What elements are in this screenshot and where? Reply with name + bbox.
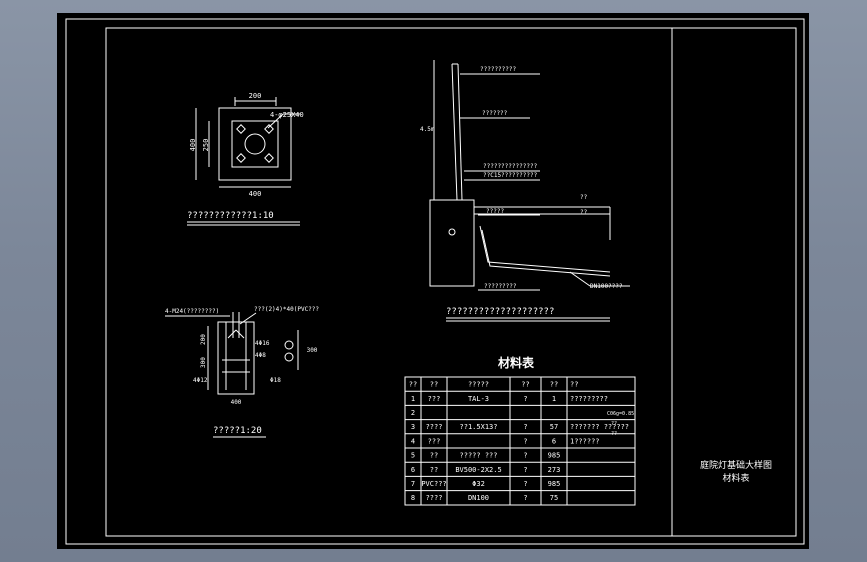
- remark-block-1: C06g=0.85: [607, 411, 634, 417]
- table-cell: ?: [523, 494, 527, 502]
- lamp-pole: [451, 63, 458, 201]
- section-note-left: 4-M24(????????): [165, 308, 219, 315]
- table-cell: 57: [550, 423, 558, 431]
- table-cell: 75: [550, 494, 558, 502]
- table-header-cell: ??: [570, 381, 578, 389]
- elev-callout-2: ???????: [482, 110, 508, 117]
- table-cell: ???: [428, 395, 441, 403]
- section-marker-1: [284, 340, 294, 350]
- table-cell: 985: [548, 452, 561, 460]
- elevation-caption: ????????????????????: [446, 307, 554, 317]
- section-view: 4-M24(????????) ???(2)4)*40(PVC??? 200 3…: [165, 306, 319, 438]
- table-cell: 4: [411, 437, 415, 445]
- remark-block-3: ??: [611, 431, 617, 437]
- plan-dim-left: 400: [189, 139, 197, 152]
- bolt-hole: [264, 153, 274, 163]
- section-label-e: Φ18: [270, 377, 281, 384]
- section-label-c: 4Φ16: [255, 340, 270, 347]
- bolt-hole: [264, 124, 274, 134]
- table-header-cell: ??: [430, 381, 438, 389]
- table-cell: 3: [411, 423, 415, 431]
- section-label-b: 300: [200, 357, 207, 368]
- table-header-cell: ??: [409, 381, 417, 389]
- elev-callout-4: ??C15??????????: [483, 172, 538, 179]
- table-cell: ????: [426, 423, 443, 431]
- inner-frame: [105, 27, 797, 537]
- plan-center-hole: [244, 133, 266, 155]
- section-caption: ?????1:20: [213, 426, 262, 436]
- plan-caption: ????????????1:10: [187, 211, 274, 221]
- table-cell: 6: [552, 437, 556, 445]
- table-cell: DN100: [468, 494, 489, 502]
- table-cell: ????? ???: [460, 452, 498, 460]
- elev-callout-6: ?????: [486, 208, 504, 215]
- table-cell: 985: [548, 480, 561, 488]
- table-cell: BV500-2X2.5: [455, 466, 501, 474]
- drawing-sheet: [57, 13, 809, 549]
- plan-outline: [218, 107, 292, 181]
- plan-dim-bottom: 400: [249, 190, 262, 198]
- table-cell: ??????? ??????: [570, 423, 629, 431]
- table-cell: 273: [548, 466, 561, 474]
- elevation-view: 4.5m ?????????? ??????? ??????????????? …: [420, 60, 630, 322]
- material-table-title: 材料表: [497, 355, 535, 370]
- elev-callout-7: ??: [580, 209, 588, 216]
- table-cell: 8: [411, 494, 415, 502]
- section-note-right: ???(2)4)*40(PVC???: [254, 306, 319, 313]
- section-label-g: 4Φ8: [255, 352, 266, 359]
- table-cell: 1: [411, 395, 415, 403]
- table-header-cell: ?????: [468, 381, 489, 389]
- table-cell: 5: [411, 452, 415, 460]
- section-marker-2: [284, 352, 294, 362]
- section-label-d: 4Φ12: [193, 377, 208, 384]
- table-cell: ??: [430, 466, 438, 474]
- foundation-hole: [448, 228, 456, 236]
- section-label-r: 300: [307, 347, 318, 354]
- table-cell: PVC???: [421, 480, 446, 488]
- elev-callout-3: ???????????????: [483, 163, 538, 170]
- table-header-cell: ??: [550, 381, 558, 389]
- outer-frame: [65, 18, 805, 545]
- table-header-cell: ??: [521, 381, 529, 389]
- table-cell: ???: [428, 437, 441, 445]
- table-cell: 6: [411, 466, 415, 474]
- bolt-hole: [236, 153, 246, 163]
- table-cell: ?: [523, 466, 527, 474]
- table-cell: ??: [430, 452, 438, 460]
- elev-callout-5: ??: [580, 194, 588, 201]
- table-cell: 1??????: [570, 437, 600, 445]
- table-cell: ?????????: [570, 395, 608, 403]
- plan-dim-left-inner: 250: [202, 139, 210, 152]
- table-cell: ?: [523, 452, 527, 460]
- bolt-hole: [236, 124, 246, 134]
- material-table: 材料表 ???????????????1???TAL-3?1?????????2…: [404, 355, 636, 506]
- table-cell: ?: [523, 395, 527, 403]
- table-cell: ?: [523, 480, 527, 488]
- table-cell: ??1.5X13?: [460, 423, 498, 431]
- drawing-subtitle: 材料表: [722, 472, 749, 484]
- table-cell: ?: [523, 437, 527, 445]
- elevation-height-label: 4.5m: [420, 126, 435, 133]
- elev-callout-1: ??????????: [480, 66, 517, 73]
- table-cell: 2: [411, 409, 415, 417]
- section-label-f: 400: [231, 399, 242, 406]
- elev-callout-9: ?????????: [484, 283, 517, 290]
- table-cell: TAL-3: [468, 395, 489, 403]
- drawing-title: 庭院灯基础大样图: [700, 459, 772, 471]
- table-cell: Φ32: [472, 480, 485, 488]
- remark-block-2: ??: [611, 421, 617, 427]
- plan-dim-top: 200: [249, 92, 262, 100]
- plan-bolt-note: 4-φ25X40: [270, 111, 304, 119]
- table-cell: ?: [523, 423, 527, 431]
- plan-view: 200 400 400 250 4-φ25X40 ????????????1:1…: [187, 92, 304, 226]
- elev-callout-8: DN100????: [590, 283, 623, 290]
- table-cell: 1: [552, 395, 556, 403]
- plan-inner-plate: [231, 120, 279, 168]
- section-label-a: 200: [200, 334, 207, 345]
- table-cell: ????: [426, 494, 443, 502]
- table-cell: 7: [411, 480, 415, 488]
